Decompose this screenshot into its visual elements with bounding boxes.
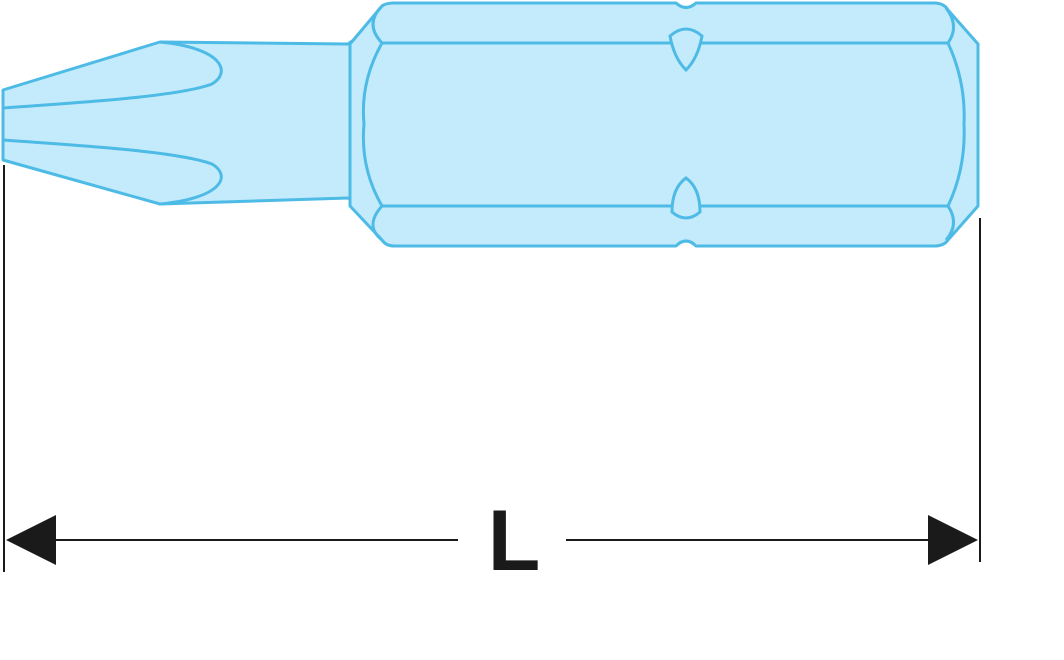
tip-flute-lower <box>2 138 223 206</box>
tip-flute-upper <box>2 40 223 110</box>
dimension: L <box>3 165 981 589</box>
dimension-label: L <box>488 493 541 589</box>
shank-left-edge <box>361 4 384 242</box>
bit-tip <box>1 18 384 224</box>
arrowhead-right <box>928 515 978 565</box>
shank-right-edge <box>944 7 966 241</box>
groove-notch-bottom <box>670 176 702 220</box>
hex-shank <box>348 1 980 248</box>
arrowhead-left <box>6 515 56 565</box>
screwdriver-bit <box>1 1 980 248</box>
groove-notch-top <box>668 27 704 73</box>
